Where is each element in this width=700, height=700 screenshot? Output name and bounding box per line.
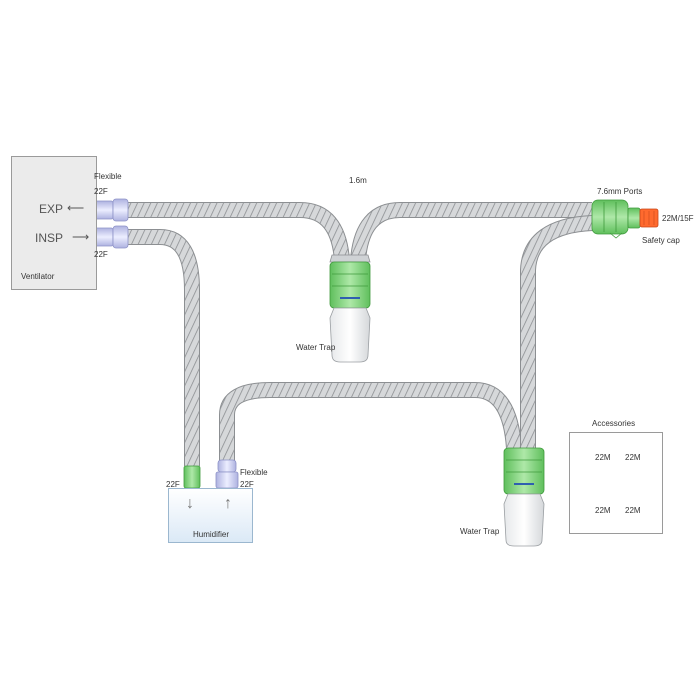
humidifier-box: ↓ ↑ Humidifier — [168, 488, 253, 543]
accessory-2-bottom-label: 22M — [625, 506, 641, 515]
accessory-1-bottom-label: 22M — [595, 506, 611, 515]
humidifier-outlet-flexible-label: Flexible — [240, 468, 268, 477]
ventilator-label: Ventilator — [21, 272, 55, 281]
safety-cap — [639, 208, 659, 228]
accessories-title: Accessories — [592, 419, 636, 428]
humidifier-outlet-connector — [215, 459, 239, 489]
exp-flexible-label: Flexible — [94, 172, 122, 181]
accessories-box: Accessories 22M 22M 22M 22M — [569, 419, 663, 534]
humidifier-outlet-port-label: 22F — [240, 480, 254, 489]
insp-arrow-icon: ⟶ — [72, 230, 90, 244]
exp-arrow-icon: ⟵ — [67, 201, 85, 215]
lower-water-trap — [503, 447, 545, 547]
y-piece-outlet-label: 22M/15F — [662, 214, 694, 223]
ventilator-box: EXP ⟵ INSP ⟶ Ventilator — [11, 156, 97, 290]
upper-water-trap-label: Water Trap — [296, 343, 336, 352]
humidifier-inlet-connector — [183, 465, 201, 489]
tube-humidifier-to-watertrap — [219, 382, 522, 462]
insp-label: INSP — [35, 231, 64, 245]
humidifier-inlet-port-label: 22F — [166, 480, 180, 489]
exp-connector — [94, 198, 129, 222]
safety-cap-label: Safety cap — [642, 236, 680, 245]
tube-watertrap-to-ypiece — [520, 215, 593, 448]
exp-label: EXP — [39, 202, 64, 216]
insp-port-label: 22F — [94, 250, 108, 259]
y-piece-ports-label: 7.6mm Ports — [597, 187, 643, 196]
humidifier-down-arrow-icon: ↓ — [186, 495, 194, 512]
y-piece — [591, 199, 641, 239]
humidifier-up-arrow-icon: ↑ — [224, 495, 232, 512]
lower-water-trap-label: Water Trap — [460, 527, 500, 536]
tube-expiratory-limb — [128, 202, 350, 261]
tube-expiratory-to-ypiece — [350, 202, 592, 261]
tube-length-label: 1.6m — [349, 176, 367, 185]
insp-connector — [94, 225, 129, 249]
humidifier-label: Humidifier — [193, 530, 230, 539]
accessory-1-top-label: 22M — [595, 453, 611, 462]
exp-port-label: 22F — [94, 187, 108, 196]
upper-water-trap — [329, 254, 371, 363]
accessory-2-top-label: 22M — [625, 453, 641, 462]
tube-inspiratory-to-humidifier — [128, 229, 200, 466]
